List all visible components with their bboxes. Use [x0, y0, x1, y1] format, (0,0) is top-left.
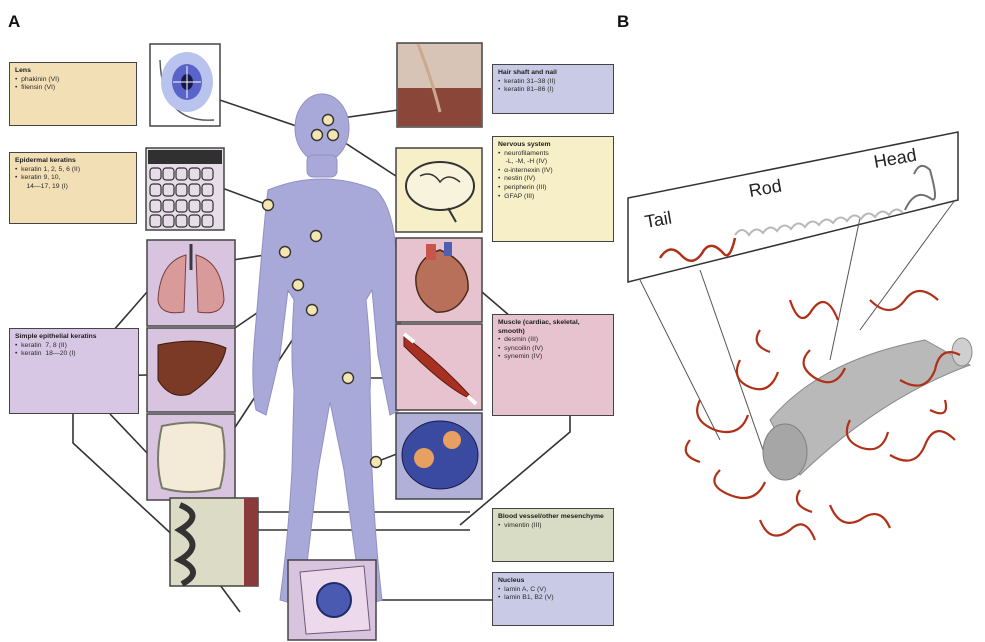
lens-item: • filensin (VI)	[15, 84, 131, 93]
muscle-item: • desmin (III)	[498, 336, 608, 345]
nucleus-box: Nucleus • lamin A, C (V)• lamin B1, B2 (…	[492, 572, 614, 626]
nucleus-item: • lamin B1, B2 (V)	[498, 594, 608, 603]
epidermal-item: • keratin 1, 2, 5, 6 (II)	[15, 166, 131, 175]
lens-box: Lens • phakinin (VI)• filensin (VI)	[9, 62, 137, 126]
liver-illustration	[147, 328, 235, 412]
hair-item: • keratin 31–38 (II)	[498, 78, 608, 87]
skeletal-muscle-illustration	[396, 324, 482, 410]
nucleus-title: Nucleus	[498, 577, 608, 586]
simple-title: Simple epithelial keratins	[15, 333, 133, 342]
nervous-item: • α-internexin (IV)	[498, 167, 608, 176]
brain-illustration	[396, 148, 482, 232]
muscle-title: Muscle (cardiac, skeletal, smooth)	[498, 319, 608, 336]
blood-title: Blood vessel/other mesenchyme	[498, 513, 608, 522]
lens-title: Lens	[15, 67, 131, 76]
filament-panel	[628, 132, 972, 540]
lens-item: • phakinin (VI)	[15, 76, 131, 85]
epidermal-item: • keratin 9, 10,	[15, 174, 131, 183]
blood-vessel-box: Blood vessel/other mesenchyme • vimentin…	[492, 508, 614, 562]
nervous-item: • peripherin (III)	[498, 184, 608, 193]
muscle-item: • synemin (IV)	[498, 353, 608, 362]
lungs-illustration	[147, 240, 235, 326]
panel-b-label: B	[617, 12, 629, 32]
eye-illustration	[150, 44, 220, 126]
muscle-item: • syncoilin (IV)	[498, 345, 608, 354]
hair-title: Hair shaft and nail	[498, 69, 608, 78]
smooth-muscle-vessel-illustration	[396, 413, 482, 499]
blood-item: • vimentin (III)	[498, 522, 608, 531]
nervous-title: Nervous system	[498, 141, 608, 150]
hair-item: • keratin 81–86 (I)	[498, 86, 608, 95]
epidermal-title: Epidermal keratins	[15, 157, 131, 166]
heart-illustration	[396, 238, 482, 322]
nucleus-item: • lamin A, C (V)	[498, 586, 608, 595]
blood-vessel-illustration	[170, 498, 258, 586]
hair-illustration	[397, 43, 482, 127]
hair-nail-box: Hair shaft and nail • keratin 31–38 (II)…	[492, 64, 614, 114]
simple-epithelial-box: Simple epithelial keratins • keratin 7, …	[9, 328, 139, 414]
epidermis-cells-illustration	[146, 148, 224, 230]
panel-a-label: A	[8, 12, 20, 32]
nucleus-cell-illustration	[288, 560, 376, 640]
simple-item: • keratin 18—20 (I)	[15, 350, 133, 359]
epidermal-keratins-box: Epidermal keratins • keratin 1, 2, 5, 6 …	[9, 152, 137, 224]
nervous-item: -L, -M, -H (IV)	[498, 158, 608, 167]
nervous-system-box: Nervous system • neurofilaments -L, -M, …	[492, 136, 614, 242]
nervous-item: • nestin (IV)	[498, 175, 608, 184]
muscle-box: Muscle (cardiac, skeletal, smooth) • des…	[492, 314, 614, 416]
epidermal-item: 14—17, 19 (I)	[15, 183, 131, 192]
nervous-item: • GFAP (III)	[498, 193, 608, 202]
nervous-item: • neurofilaments	[498, 150, 608, 159]
simple-item: • keratin 7, 8 (II)	[15, 342, 133, 351]
intestine-illustration	[147, 414, 235, 500]
